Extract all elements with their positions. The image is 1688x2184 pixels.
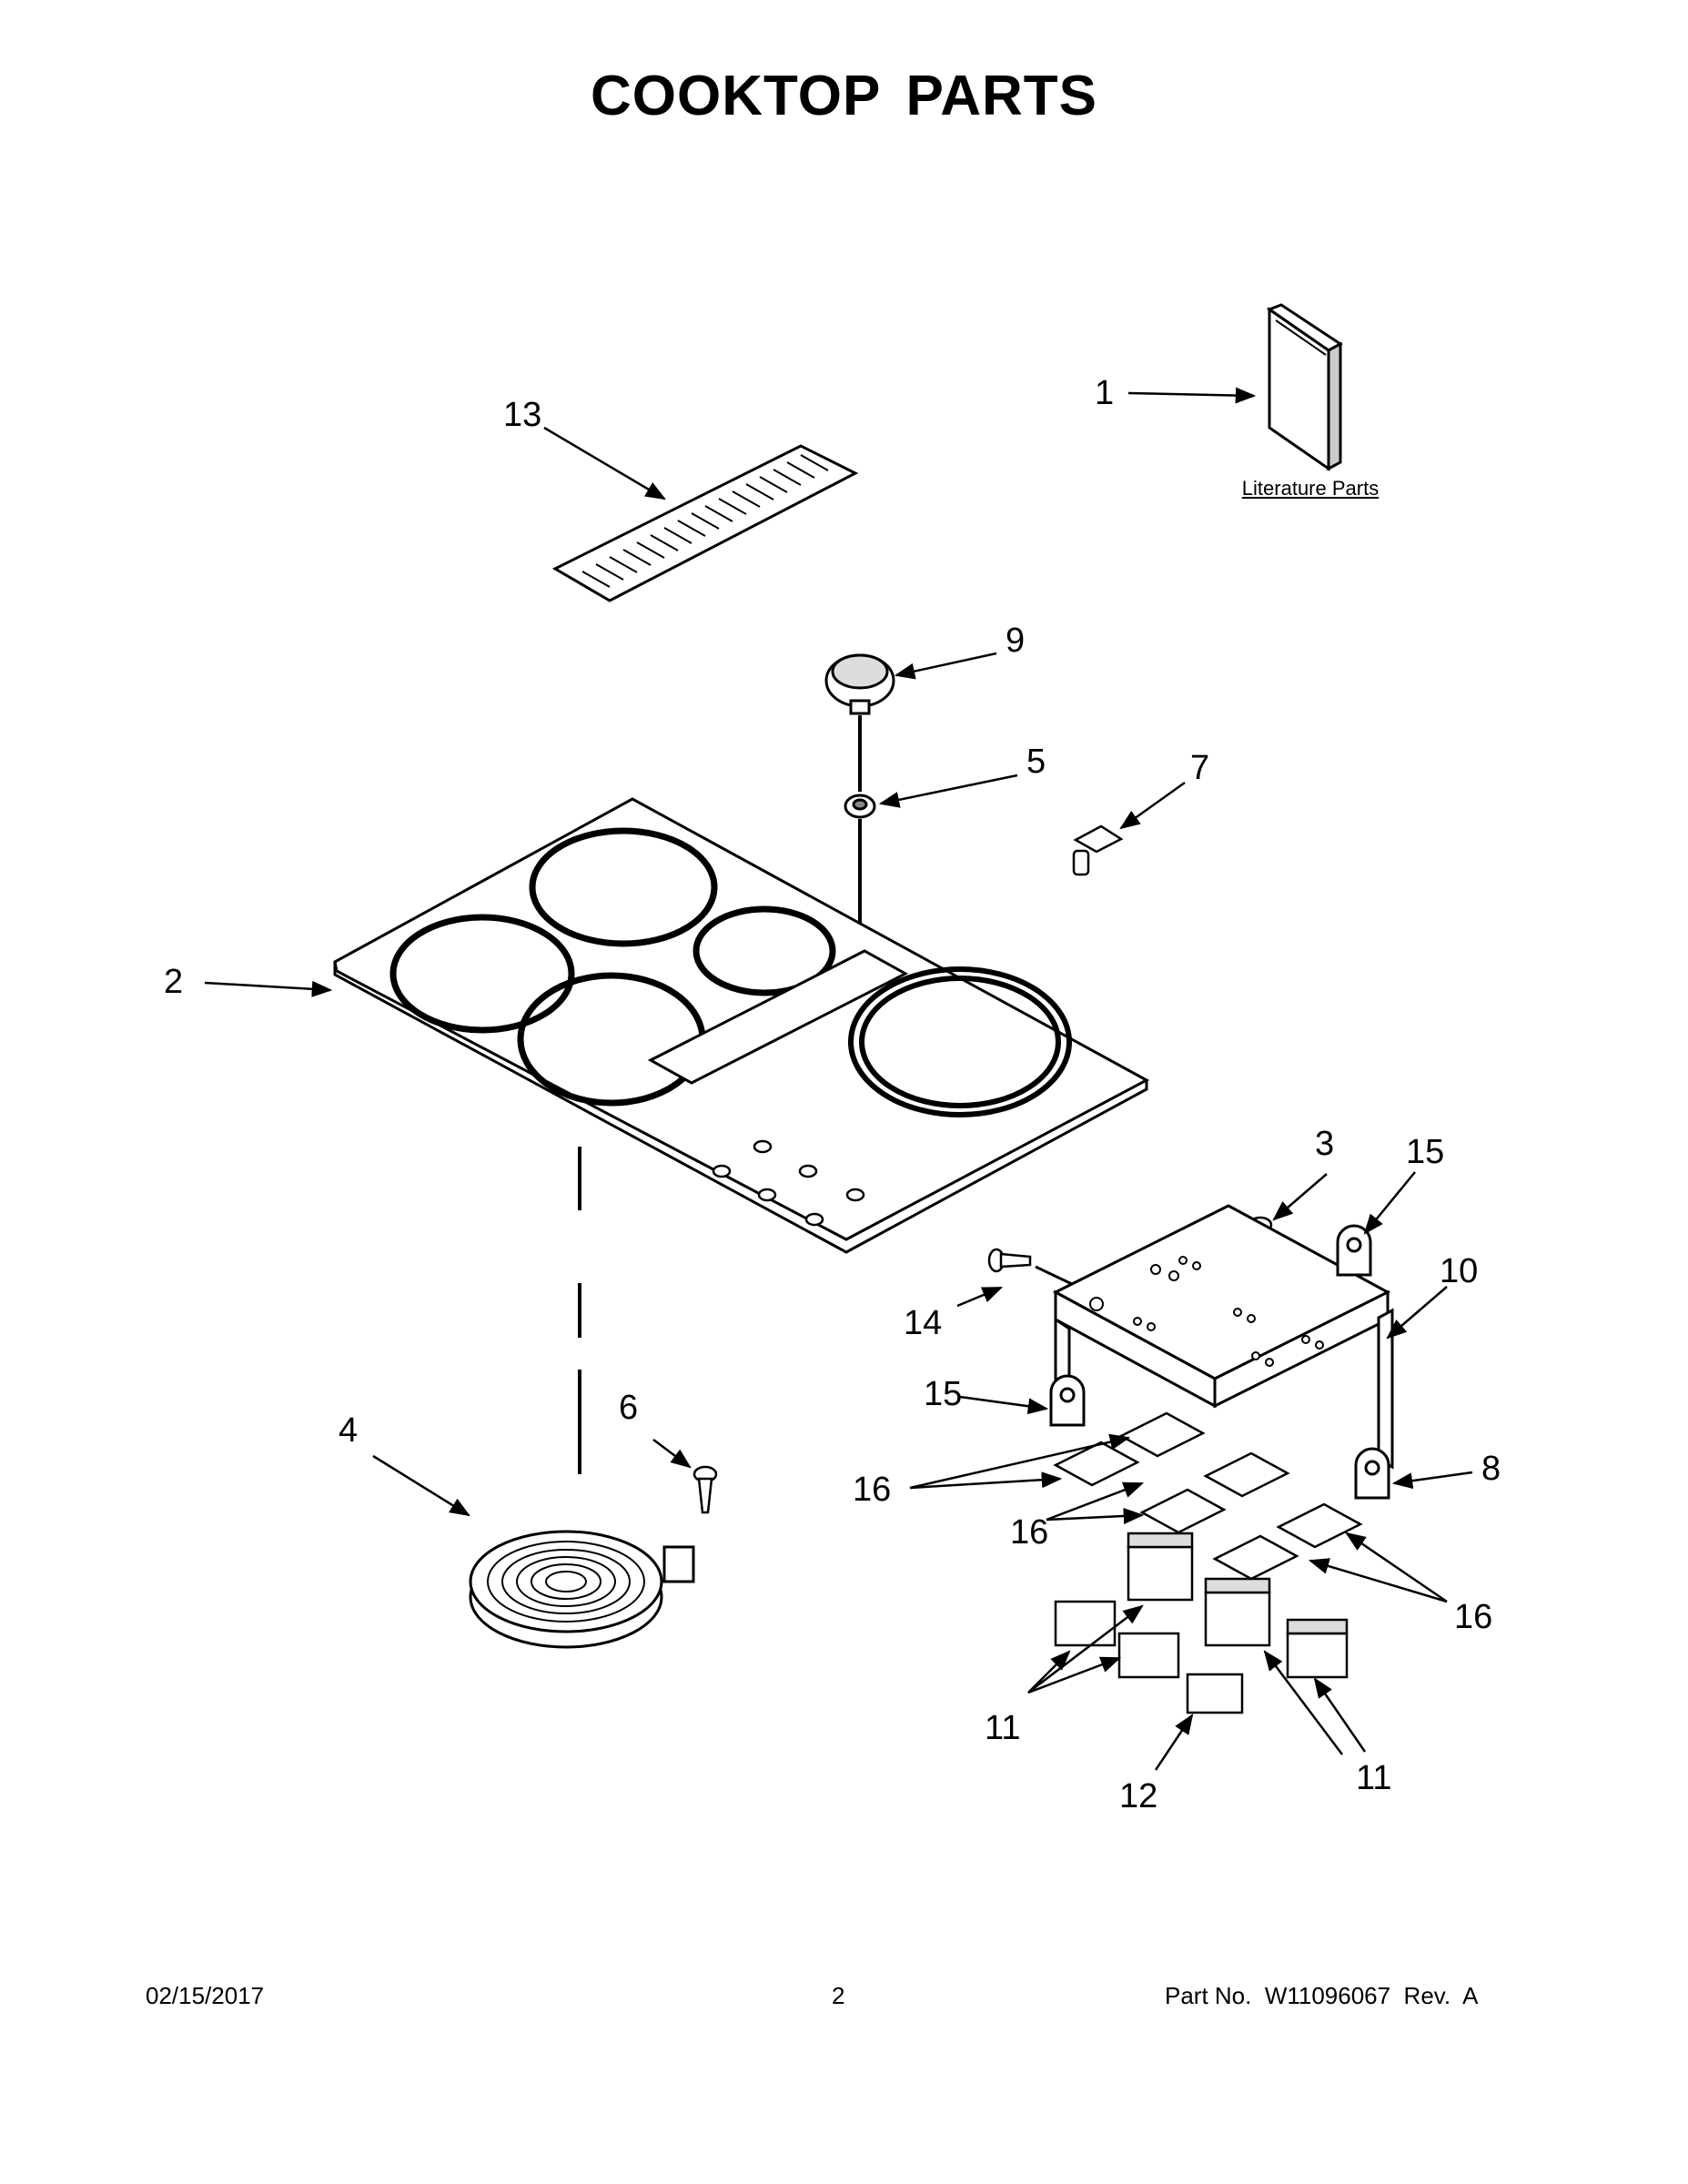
footer-page-number: 2 <box>832 1982 845 2009</box>
page-title: COOKTOP PARTS <box>591 65 1097 127</box>
clip-part <box>1072 824 1124 876</box>
screw-part <box>692 1465 718 1514</box>
mounting-clip-15-upper <box>1336 1224 1372 1277</box>
callout-11-right: 11 <box>1356 1759 1392 1797</box>
screw-part-14 <box>987 1248 1032 1273</box>
footer-part-number: Part No. W11096067 Rev. A <box>1165 1982 1479 2009</box>
literature-parts-label: Literature Parts <box>1241 477 1380 500</box>
callout-2: 2 <box>164 963 184 1001</box>
callout-5: 5 <box>1026 743 1046 781</box>
infinite-switches <box>1054 1532 1349 1714</box>
callout-10: 10 <box>1440 1252 1479 1290</box>
callout-14: 14 <box>904 1304 943 1342</box>
callout-12: 12 <box>1119 1777 1158 1815</box>
cooktop-glass <box>333 797 1150 1254</box>
control-bracket <box>1052 1204 1394 1470</box>
radiant-element <box>469 1530 695 1649</box>
callout-11-left: 11 <box>985 1709 1021 1747</box>
callout-9: 9 <box>1006 622 1026 660</box>
footer-date: 02/15/2017 <box>146 1982 265 2009</box>
callout-15-lower: 15 <box>924 1375 963 1413</box>
callout-13: 13 <box>503 396 542 434</box>
callout-6: 6 <box>619 1389 639 1427</box>
control-knob <box>824 653 895 715</box>
callout-8: 8 <box>1481 1450 1501 1488</box>
literature-book-icon <box>1266 303 1343 471</box>
callout-3: 3 <box>1315 1125 1335 1163</box>
mounting-clip-8 <box>1354 1447 1390 1500</box>
callout-16-middle: 16 <box>1010 1513 1049 1552</box>
insulator-pads <box>1053 1411 1363 1581</box>
knob-bezel <box>844 794 876 819</box>
vent-grille <box>551 444 859 602</box>
callout-7: 7 <box>1190 749 1210 787</box>
callout-15-upper: 15 <box>1406 1133 1445 1171</box>
callout-4: 4 <box>339 1411 359 1450</box>
callout-1: 1 <box>1095 374 1115 412</box>
callout-16-left: 16 <box>853 1471 892 1509</box>
mounting-clip-15-lower <box>1049 1374 1086 1427</box>
callout-16-right: 16 <box>1454 1598 1493 1636</box>
